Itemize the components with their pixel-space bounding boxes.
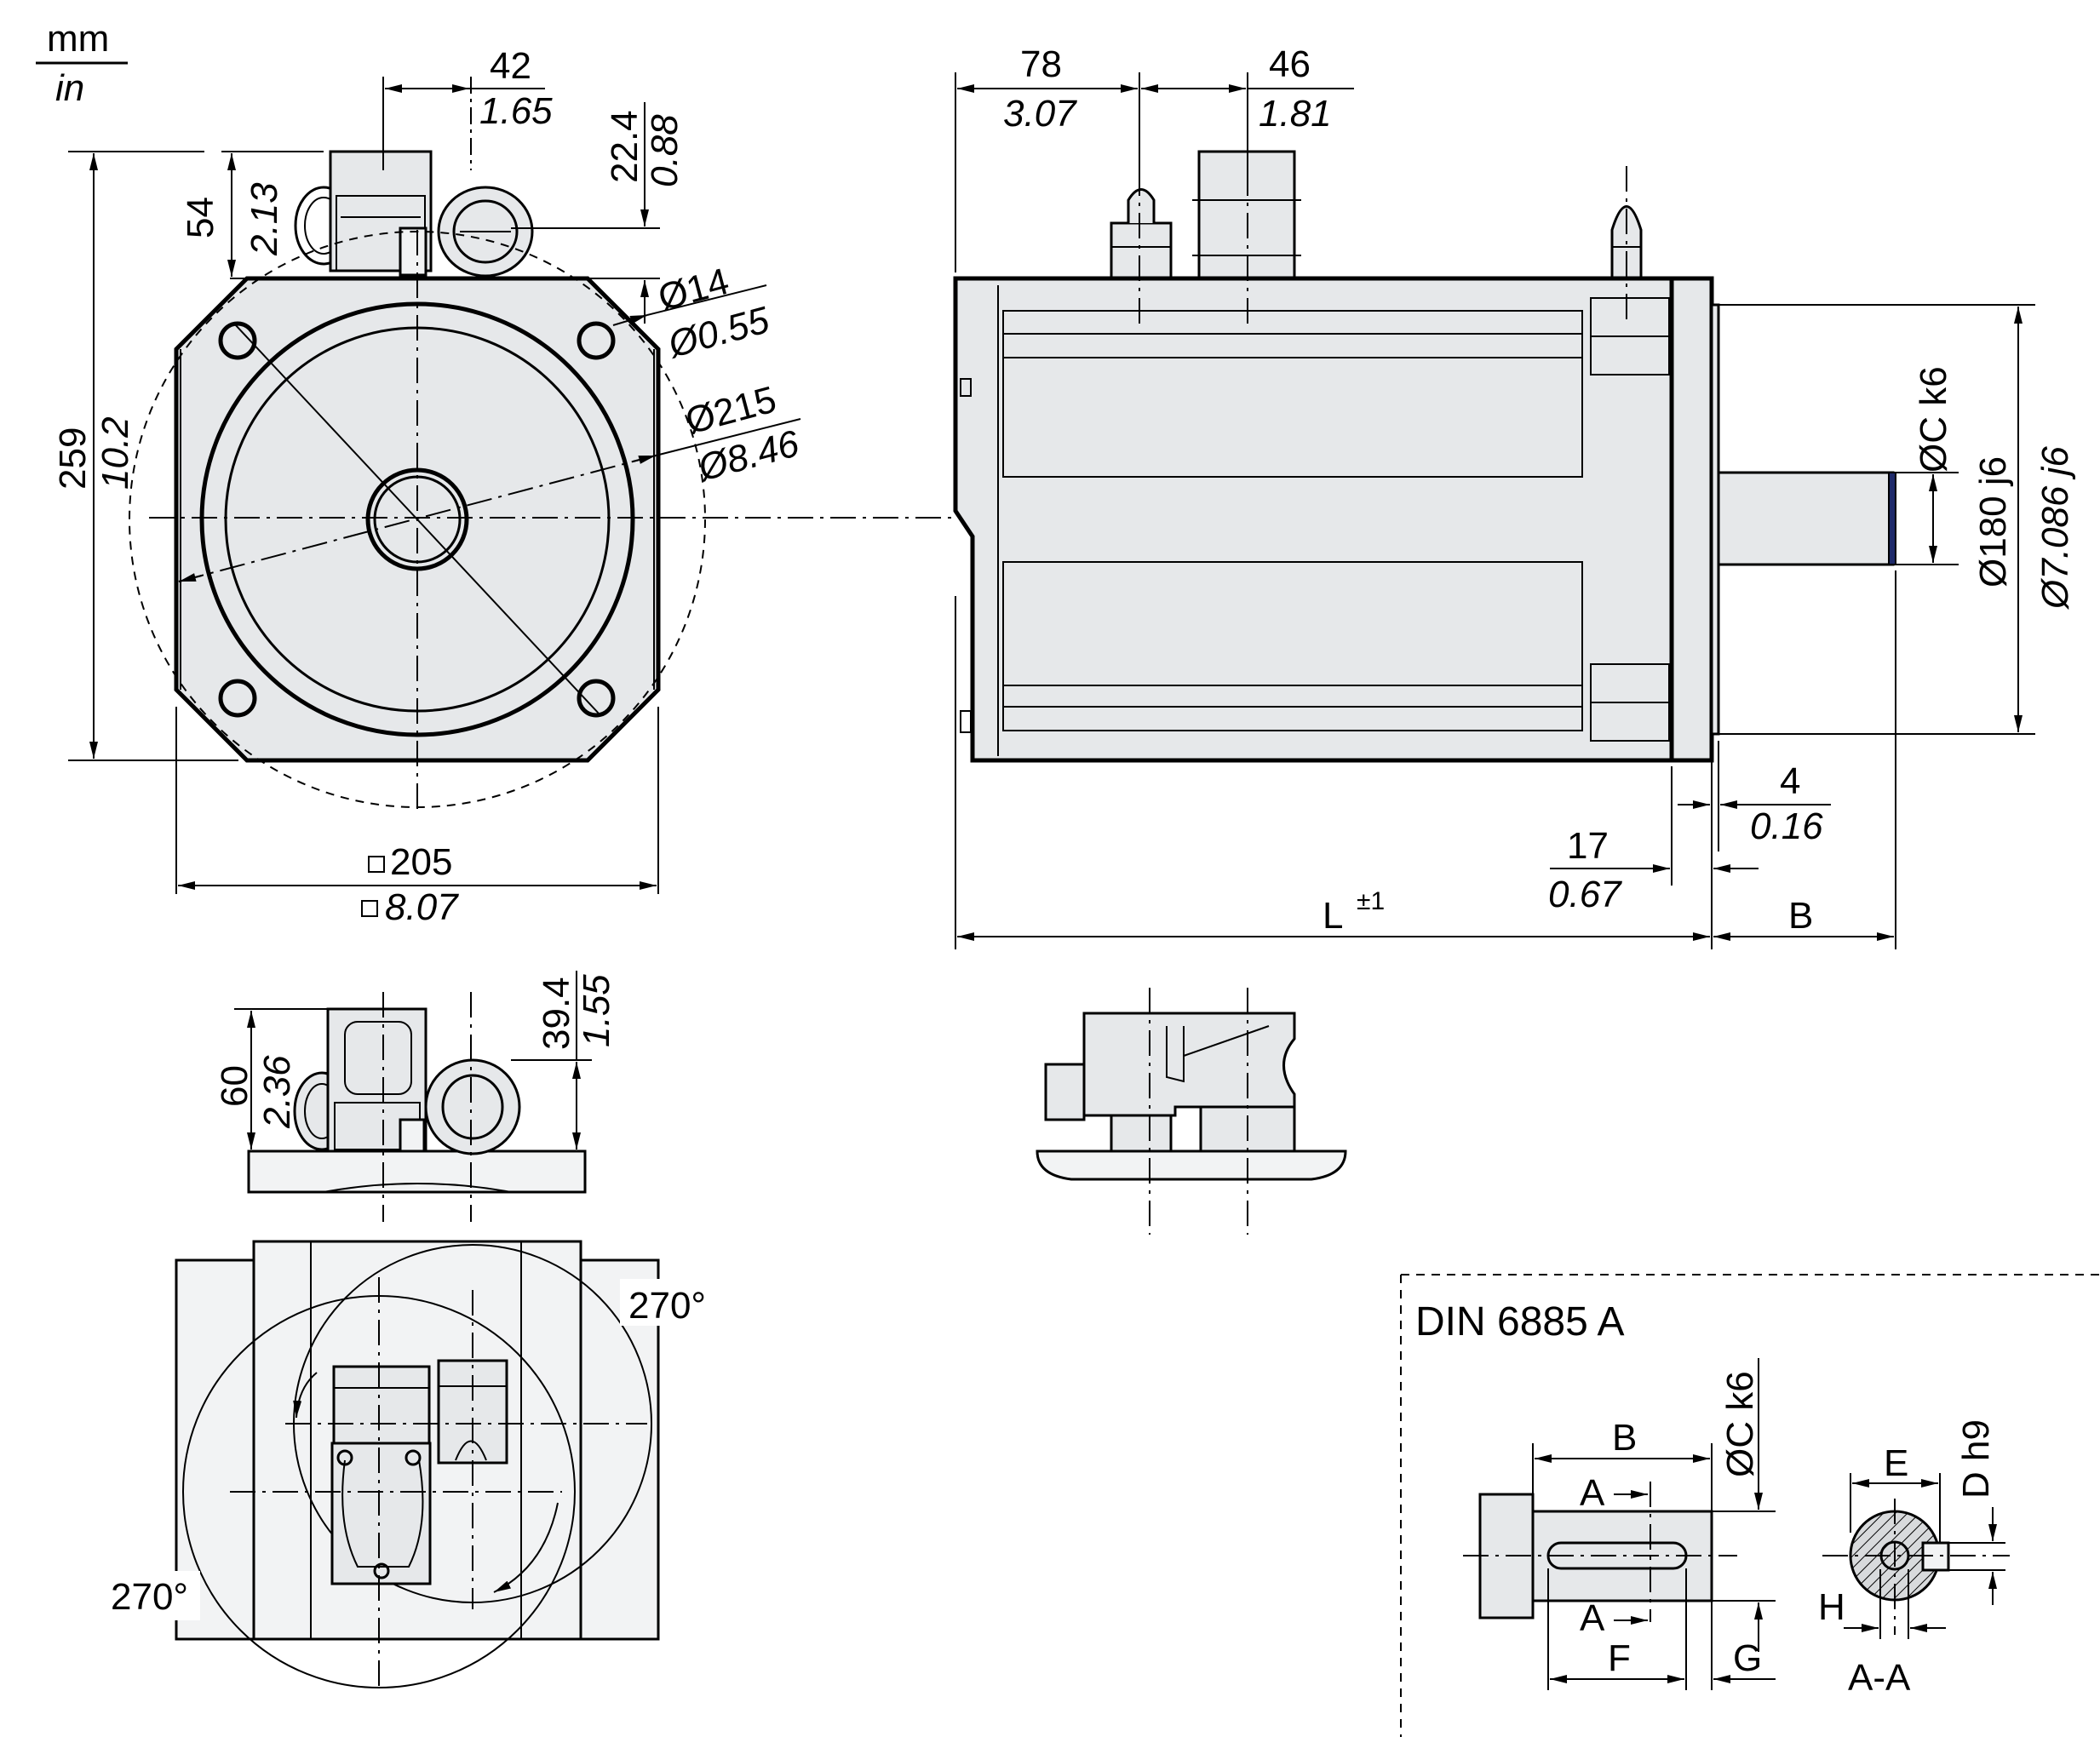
connector-side-rotated-view xyxy=(1036,988,1347,1235)
keyway-C: ØC k6 xyxy=(1719,1371,1761,1477)
unit-in: in xyxy=(55,67,84,109)
keyway-G: G xyxy=(1733,1637,1762,1679)
keyway-A-bottom: A xyxy=(1580,1597,1605,1639)
keyway-A-top: A xyxy=(1580,1472,1605,1514)
dim-2.13: 2.13 xyxy=(244,182,285,256)
dim-1.55: 1.55 xyxy=(576,974,617,1047)
dim-3.07: 3.07 xyxy=(1003,93,1077,135)
keyway-H: H xyxy=(1818,1586,1845,1628)
dim-0.88: 0.88 xyxy=(644,114,686,187)
dim-8.07: 8.07 xyxy=(385,886,459,928)
dim-54: 54 xyxy=(180,197,221,238)
dim-L-tol: ±1 xyxy=(1357,887,1385,915)
keyway-title: DIN 6885 A xyxy=(1415,1299,1624,1344)
unit-mm: mm xyxy=(47,18,109,60)
dim-205: 205 xyxy=(390,841,452,883)
mounting-holes xyxy=(218,321,616,718)
dim-10.2: 10.2 xyxy=(95,416,136,490)
side-dimensions: 78 3.07 46 1.81 ØC k6 Ø180 j6 Ø7.086 j6 … xyxy=(955,43,2076,949)
dim-B: B xyxy=(1788,895,1813,937)
dim-42: 42 xyxy=(490,45,531,87)
side-connector-1 xyxy=(1110,188,1173,280)
keyway-section-label: A-A xyxy=(1848,1657,1911,1699)
keyway-F: F xyxy=(1608,1637,1631,1679)
dim-60: 60 xyxy=(214,1065,255,1107)
dim-0.67: 0.67 xyxy=(1548,874,1622,915)
front-view xyxy=(129,150,1337,809)
dim-d7.086: Ø7.086 j6 xyxy=(2034,446,2076,611)
dim-4: 4 xyxy=(1780,760,1800,802)
dim-46: 46 xyxy=(1269,43,1311,85)
dim-0.16: 0.16 xyxy=(1750,805,1823,847)
keyway-D: D h9 xyxy=(1955,1419,1997,1499)
side-view xyxy=(953,150,1896,763)
dim-17: 17 xyxy=(1567,825,1609,867)
dim-259: 259 xyxy=(52,427,94,490)
dim-d180: Ø180 j6 xyxy=(1972,456,2014,588)
rotation-angle-1: 270° xyxy=(628,1285,706,1327)
side-body xyxy=(953,276,1674,763)
keyway-B: B xyxy=(1612,1417,1637,1459)
units-legend: mm in xyxy=(36,18,128,109)
dim-1.65: 1.65 xyxy=(479,90,553,132)
front-connector-2 xyxy=(399,186,534,278)
dim-c-k6: ØC k6 xyxy=(1913,366,1954,473)
rotation-view: 270° 270° xyxy=(106,1240,706,1688)
dim-2.36: 2.36 xyxy=(256,1055,298,1129)
dim-22.4: 22.4 xyxy=(604,110,645,183)
dim-L: L xyxy=(1323,895,1343,937)
dim-1.81: 1.81 xyxy=(1259,93,1332,135)
connector-rotated-view: 60 2.36 39.4 1.55 xyxy=(214,971,617,1222)
dim-39.4: 39.4 xyxy=(536,977,577,1050)
front-dimensions: 42 1.65 54 2.13 22.4 0.88 259 10.2 Ø14 Ø… xyxy=(52,45,804,928)
keyway-E: E xyxy=(1884,1442,1908,1484)
dim-78: 78 xyxy=(1020,43,1062,85)
keyway-detail: DIN 6885 A B A A F G ØC k6 xyxy=(1400,1274,2100,1737)
rotation-angle-2: 270° xyxy=(111,1576,188,1618)
